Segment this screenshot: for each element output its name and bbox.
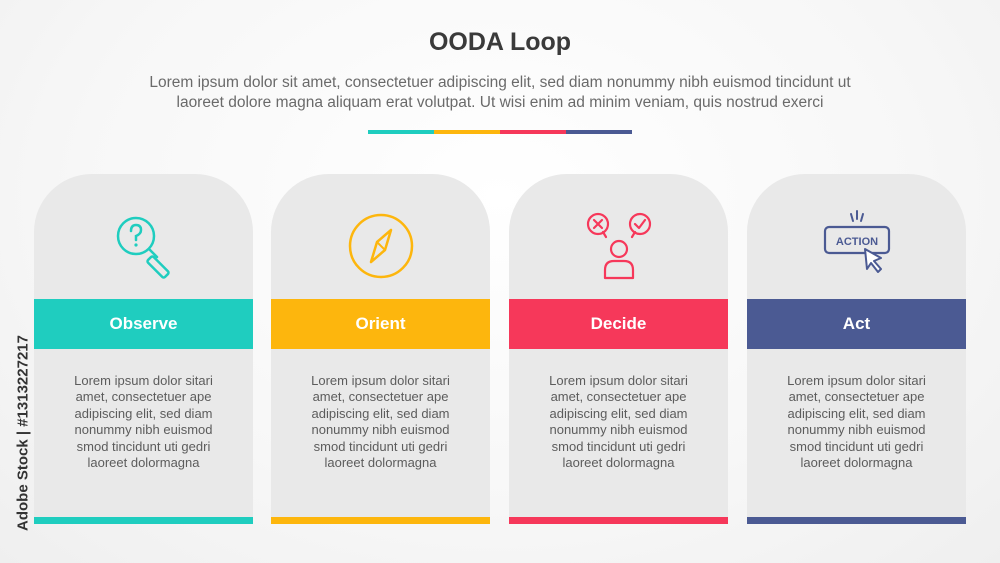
card-label-observe: Observe [34,299,253,349]
decision-person-icon [586,212,651,280]
card-bottom-bar-act [747,517,966,524]
divider-segment-act [566,130,632,134]
card-orient: Orient Lorem ipsum dolor sitari amet, co… [271,174,490,524]
card-label-orient: Orient [271,299,490,349]
card-description-observe: Lorem ipsum dolor sitari amet, consectet… [74,373,213,471]
card-description-act: Lorem ipsum dolor sitari amet, consectet… [787,373,926,471]
card-decide: Decide Lorem ipsum dolor sitari amet, co… [509,174,728,524]
magnifier-question-icon [116,216,170,279]
card-description-decide: Lorem ipsum dolor sitari amet, consectet… [549,373,688,471]
card-observe: Observe Lorem ipsum dolor sitari amet, c… [34,174,253,524]
page-subtitle: Lorem ipsum dolor sit amet, consectetuer… [40,73,960,113]
card-bottom-bar-observe [34,517,253,524]
action-button-cursor-icon: ACTION [823,210,890,273]
card-act: ACTION Act Lorem ipsum dolor sitari amet… [747,174,966,524]
watermark-text: Adobe Stock | #1313227217 [14,335,32,531]
subtitle-line-1: Lorem ipsum dolor sit amet, consectetuer… [149,74,851,91]
card-label-act: Act [747,299,966,349]
title-divider [368,130,632,134]
card-label-decide: Decide [509,299,728,349]
subtitle-line-2: laoreet dolore magna aliquam erat volutp… [176,94,824,111]
divider-segment-orient [434,130,500,134]
divider-segment-observe [368,130,434,134]
page-title: OODA Loop [428,28,572,56]
divider-segment-decide [500,130,566,134]
stock-watermark: Adobe Stock | #1313227217 [6,318,40,548]
compass-icon [348,213,413,279]
card-description-orient: Lorem ipsum dolor sitari amet, consectet… [311,373,450,471]
action-icon-text: ACTION [835,236,877,248]
card-bottom-bar-decide [509,517,728,524]
card-bottom-bar-orient [271,517,490,524]
